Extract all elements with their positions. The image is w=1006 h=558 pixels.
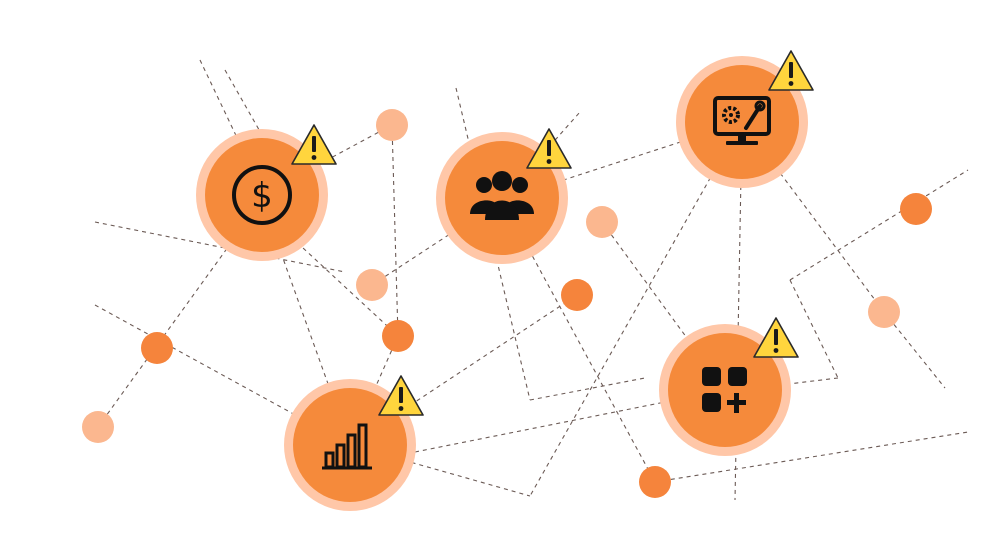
node-apps[interactable] <box>659 317 799 456</box>
dot <box>900 193 932 225</box>
satellite-dots <box>82 109 932 498</box>
node-settings[interactable] <box>676 50 814 188</box>
edge <box>261 209 399 337</box>
dot <box>82 411 114 443</box>
node-core <box>205 138 319 252</box>
node-core <box>668 333 782 447</box>
dot <box>382 320 414 352</box>
people-group-icon <box>470 171 534 220</box>
node-core <box>445 141 559 255</box>
edge <box>349 444 531 497</box>
edge <box>349 294 578 446</box>
edge <box>789 279 839 379</box>
dollar-coin-icon: $ <box>232 165 292 225</box>
edge <box>391 124 399 337</box>
node-team[interactable] <box>436 128 572 264</box>
bar-chart-icon <box>322 423 372 470</box>
monitor-gear-wrench-icon <box>713 96 771 145</box>
edge <box>601 221 726 391</box>
edge <box>789 169 969 281</box>
node-finance[interactable]: $ <box>196 124 337 261</box>
connection-lines <box>94 59 969 501</box>
node-analytics[interactable] <box>284 375 424 511</box>
edge <box>529 377 646 401</box>
edge <box>94 221 346 273</box>
dot <box>141 332 173 364</box>
apps-grid-plus-icon <box>702 367 747 413</box>
node-core <box>293 388 407 502</box>
dot <box>868 296 900 328</box>
warning-icon <box>768 50 814 91</box>
dot <box>586 206 618 238</box>
dot <box>376 109 408 141</box>
edge <box>501 199 656 483</box>
dot <box>356 269 388 301</box>
node-core <box>685 65 799 179</box>
warning-icon <box>291 124 337 165</box>
dot <box>561 279 593 311</box>
svg-text:$: $ <box>251 176 273 216</box>
warning-icon <box>526 128 572 169</box>
dot <box>639 466 671 498</box>
warning-icon <box>378 375 424 416</box>
edge <box>654 431 969 483</box>
warning-icon <box>753 317 799 358</box>
edge <box>883 311 946 389</box>
